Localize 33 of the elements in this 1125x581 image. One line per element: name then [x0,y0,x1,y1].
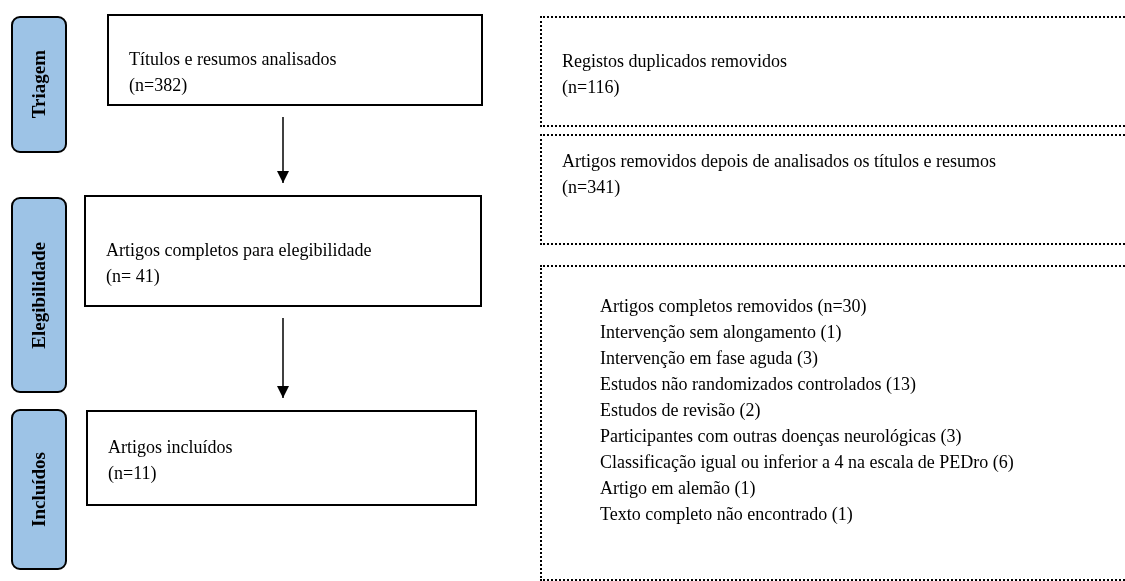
box-text: (n=341) [562,176,622,199]
box-text: Estudos não randomizados controlados (13) [600,373,917,396]
process-box [107,14,483,106]
stage-label-box [11,197,67,393]
box-text: (n=382) [129,74,189,97]
box-text: Intervenção em fase aguda (3) [600,347,819,370]
box-text: Participantes com outras doenças neurológicas (3) [600,425,963,448]
box-text: Artigos completos removidos (n=30) [600,295,868,318]
stage-label: Incluídos [27,452,50,527]
arrow [277,317,289,399]
box-text: (n=116) [562,76,621,99]
box-text: Artigos removidos depois de analisados os títulos e resumos [562,150,997,173]
stage-label: Triagem [27,50,50,119]
box-text: Artigo em alemão (1) [600,477,757,500]
arrow [277,116,289,184]
box-text: Artigos incluídos [108,436,234,459]
box-text: Estudos de revisão (2) [600,399,762,422]
box-text: Artigos completos para elegibilidade [106,239,373,262]
stage-label-box [11,409,67,570]
stage-label: Elegibilidade [27,241,50,349]
process-box [86,410,477,506]
exclusion-box [540,134,1125,245]
exclusion-box [540,265,1125,581]
box-text: (n= 41) [106,265,161,288]
box-text: (n=11) [108,462,158,485]
box-text: Registos duplicados removidos [562,50,788,73]
exclusion-box [540,16,1125,127]
box-text: Intervenção sem alongamento (1) [600,321,843,344]
box-text: Classificação igual ou inferior a 4 na escala de PEDro (6) [600,451,1015,474]
box-text: Texto completo não encontrado (1) [600,503,854,526]
process-box [84,195,482,307]
stage-label-box [11,16,67,153]
box-text: Títulos e resumos analisados [129,48,338,71]
